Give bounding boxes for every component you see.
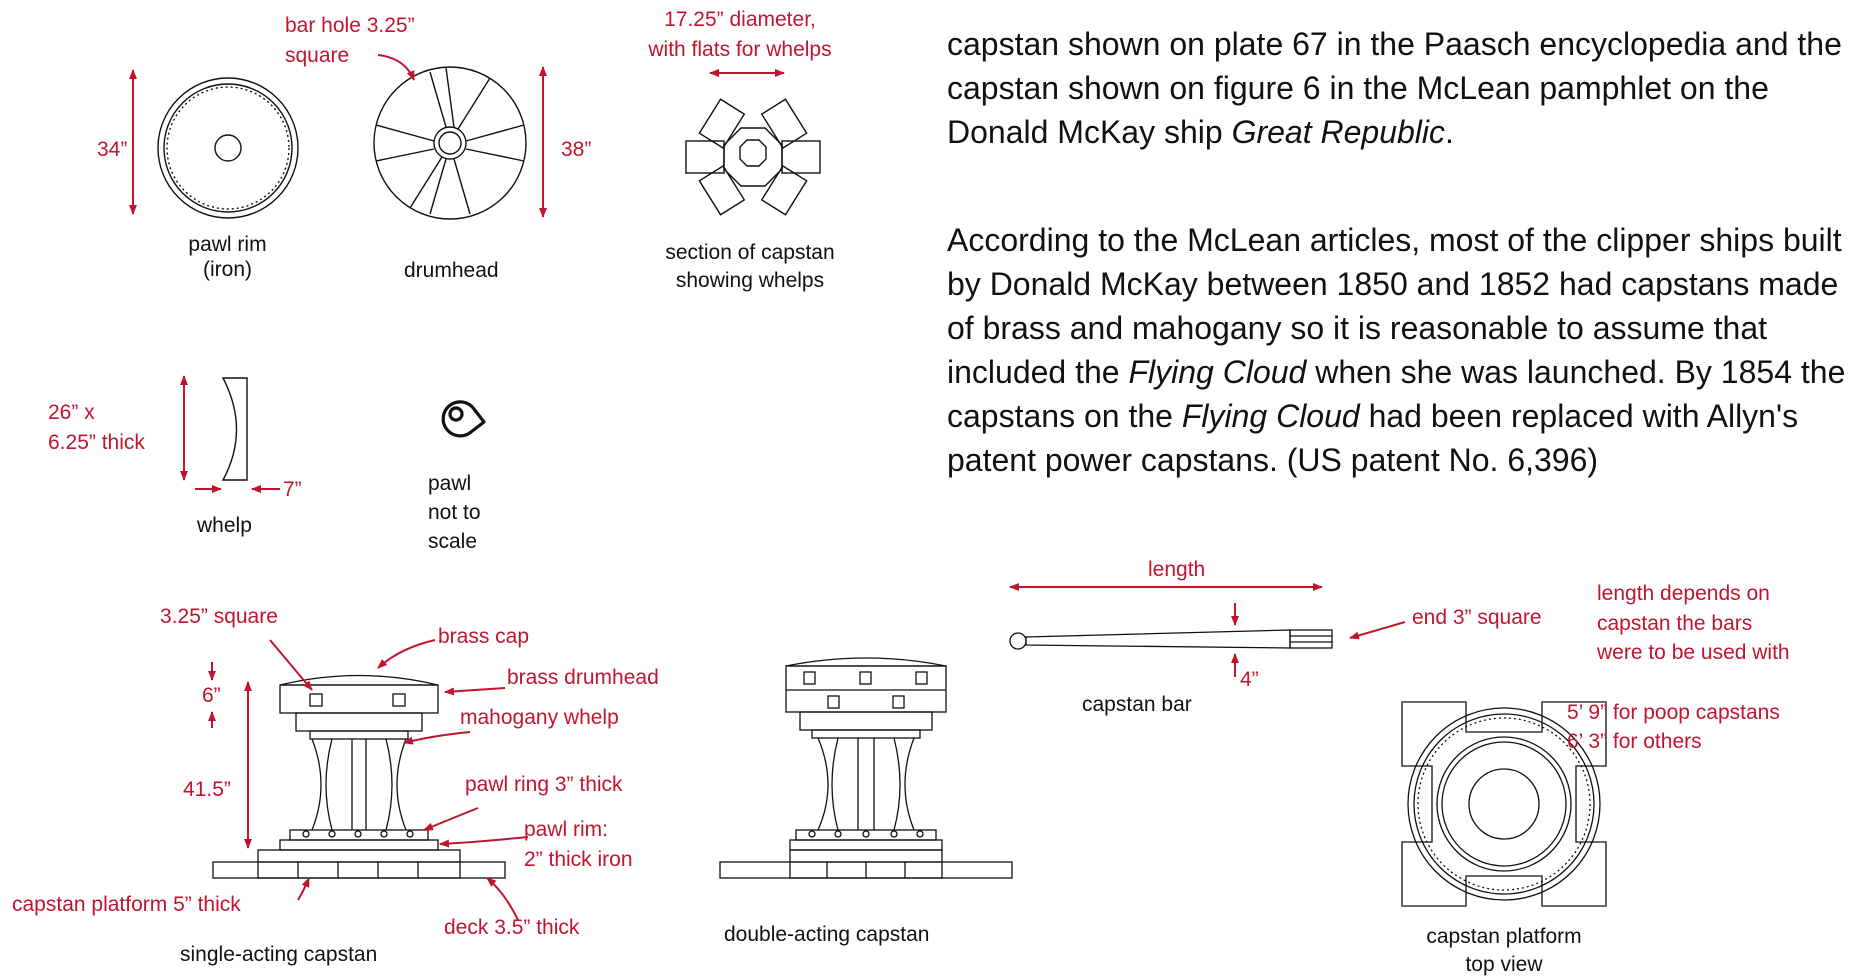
ship-name-great-republic: Great Republic: [1231, 114, 1446, 150]
platform-top-caption-2: top view: [1465, 953, 1543, 976]
brass-cap-label: brass cap: [438, 625, 530, 648]
paragraph-history: According to the McLean articles, most o…: [947, 218, 1847, 482]
section-caption-1: section of capstan: [665, 241, 835, 264]
platform-top-view-drawing: [1401, 701, 1607, 907]
section-dim-label-2: with flats for whelps: [648, 38, 832, 61]
pawl-caption-3: scale: [428, 530, 478, 553]
capstan-bar-caption: capstan bar: [1082, 693, 1192, 716]
drumhead-dim-label: 38”: [561, 138, 592, 161]
paragraph-history-text-c: had been replaced with Allyn's patent po…: [947, 398, 1799, 478]
length-label: length: [1148, 558, 1206, 581]
drumhead-caption: drumhead: [404, 259, 499, 282]
dim-4-label: 4”: [1240, 668, 1259, 691]
section-drawing: [685, 98, 821, 216]
section-caption-2: showing whelps: [675, 269, 825, 292]
paragraph-sources-end: .: [1445, 114, 1454, 150]
pawl-rim-note-1: pawl rim:: [524, 818, 609, 841]
deck-label: deck 3.5” thick: [444, 916, 580, 939]
length-note-3: were to be used with: [1597, 641, 1790, 664]
pawl-rim-drawing: [157, 77, 299, 219]
whelp-dim-label-2: 6.25” thick: [48, 431, 145, 454]
pawl-rim-caption: pawl rim (iron): [160, 232, 295, 282]
bar-hole-pointer: [377, 54, 415, 81]
pawl-ring-label: pawl ring 3” thick: [465, 773, 623, 796]
single-acting-capstan-drawing: [212, 674, 506, 879]
square-325-label: 3.25” square: [160, 605, 278, 628]
dim-6-label: 6”: [202, 684, 221, 707]
dim-415-label: 41.5”: [183, 778, 231, 801]
end-square-label: end 3” square: [1412, 606, 1542, 629]
capstan-bar-drawing: [1009, 629, 1333, 650]
double-acting-capstan-drawing: [719, 657, 1013, 879]
bar-hole-label-2: square: [285, 44, 350, 67]
ship-name-flying-cloud-1: Flying Cloud: [1128, 354, 1307, 390]
length-note-2: capstan the bars: [1597, 612, 1753, 635]
ship-name-flying-cloud-2: Flying Cloud: [1181, 398, 1360, 434]
paragraph-history-text-b: when she was launched. By 1854 the capst…: [947, 354, 1846, 434]
bar-hole-label-1: bar hole 3.25”: [285, 14, 415, 37]
pawl-rim-caption-line2: (iron): [202, 258, 252, 281]
drumhead-drawing: [373, 66, 527, 220]
capstan-platform-label: capstan platform 5” thick: [12, 893, 241, 916]
whelp-caption: whelp: [197, 514, 252, 537]
paragraph-sources-text: capstan shown on plate 67 in the Paasch …: [947, 26, 1842, 150]
poop-note-2: 6’ 3” for others: [1567, 730, 1702, 753]
pawl-caption-2: not to: [428, 501, 481, 524]
section-dim-label-1: 17.25” diameter,: [664, 8, 816, 31]
whelp-drawing: [221, 377, 248, 481]
brass-drumhead-label: brass drumhead: [507, 666, 659, 689]
mahogany-whelp-label: mahogany whelp: [460, 706, 619, 729]
pawl-rim-note-2: 2” thick iron: [524, 848, 633, 871]
whelp-width-label: 7”: [283, 478, 302, 501]
paragraph-history-text-a: According to the McLean articles, most o…: [947, 222, 1842, 390]
whelp-dim-label-1: 26” x: [48, 401, 95, 424]
length-note-1: length depends on: [1597, 582, 1770, 605]
poop-note-1: 5’ 9” for poop capstans: [1567, 701, 1780, 724]
platform-top-caption-1: capstan platform: [1426, 925, 1582, 948]
single-acting-caption: single-acting capstan: [180, 943, 378, 966]
pawl-rim-caption-line1: pawl rim: [188, 233, 267, 256]
pawl-drawing: [441, 400, 486, 438]
bar-end-pointer: [1349, 621, 1406, 640]
single-capstan-annotations: [208, 639, 529, 921]
pawl-caption-1: pawl: [428, 472, 472, 495]
paragraph-sources: capstan shown on plate 67 in the Paasch …: [947, 22, 1847, 154]
double-acting-caption: double-acting capstan: [724, 923, 930, 946]
pawl-rim-dim-label: 34”: [97, 138, 128, 161]
